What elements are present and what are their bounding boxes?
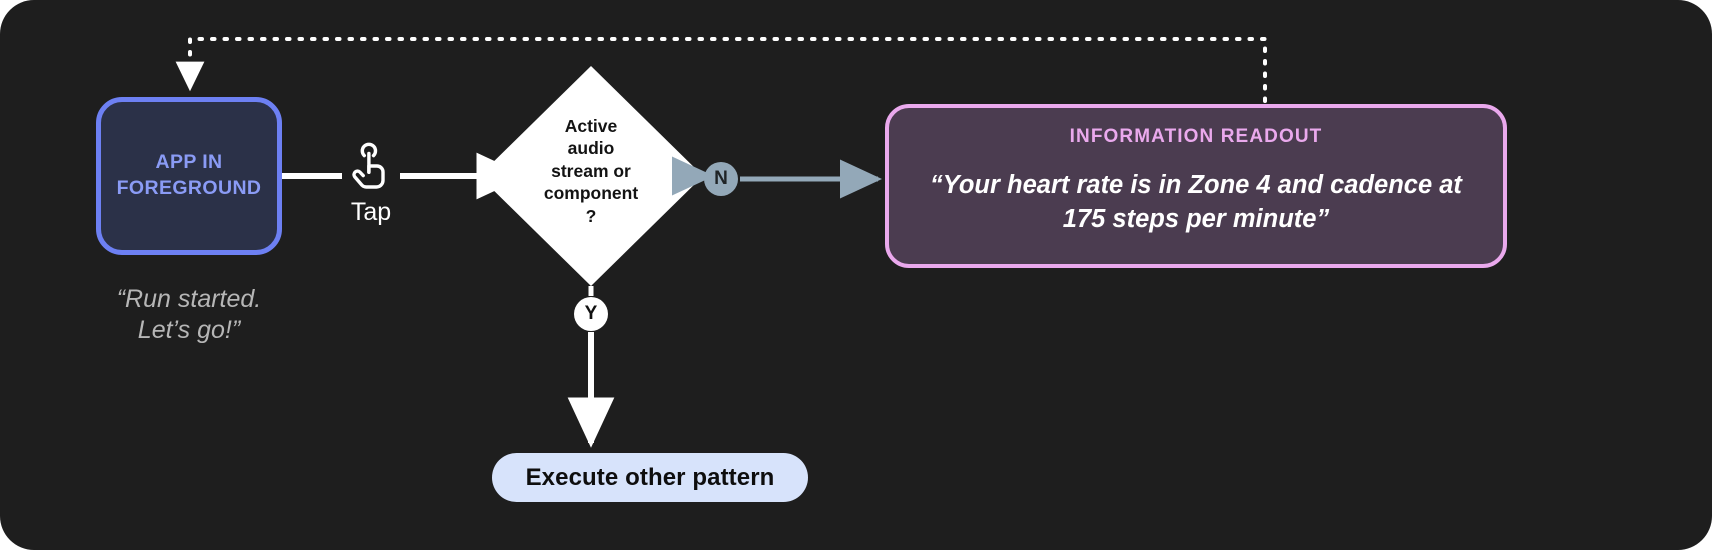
- branch-badge-yes-label: Y: [584, 303, 598, 324]
- connector-readout-feedback: [175, 37, 1267, 103]
- node-app-in-foreground[interactable]: APP IN FOREGROUND: [96, 97, 282, 255]
- app-in-foreground-label: APP IN FOREGROUND: [116, 151, 262, 199]
- node-information-readout[interactable]: INFORMATION READOUT “Your heart rate is …: [885, 104, 1507, 268]
- tap-gesture-label: Tap: [350, 198, 392, 226]
- decision-diamond: [479, 66, 703, 286]
- tap-gesture-group[interactable]: Tap: [331, 140, 411, 246]
- tap-gesture-icon: [352, 142, 385, 189]
- branch-badge-no-label: N: [714, 168, 728, 189]
- app-in-foreground-caption: “Run started. Let’s go!”: [116, 285, 262, 344]
- execute-other-pattern-label: Execute other pattern: [525, 463, 775, 491]
- information-readout-title: INFORMATION READOUT: [1069, 126, 1323, 147]
- decision-node-label: Active audio stream or component ?: [543, 116, 639, 226]
- information-readout-body: “Your heart rate is in Zone 4 and cadenc…: [930, 171, 1462, 233]
- branch-badge-no: N: [704, 162, 738, 196]
- node-execute-other-pattern[interactable]: Execute other pattern: [492, 453, 808, 502]
- branch-badge-yes: Y: [574, 297, 608, 331]
